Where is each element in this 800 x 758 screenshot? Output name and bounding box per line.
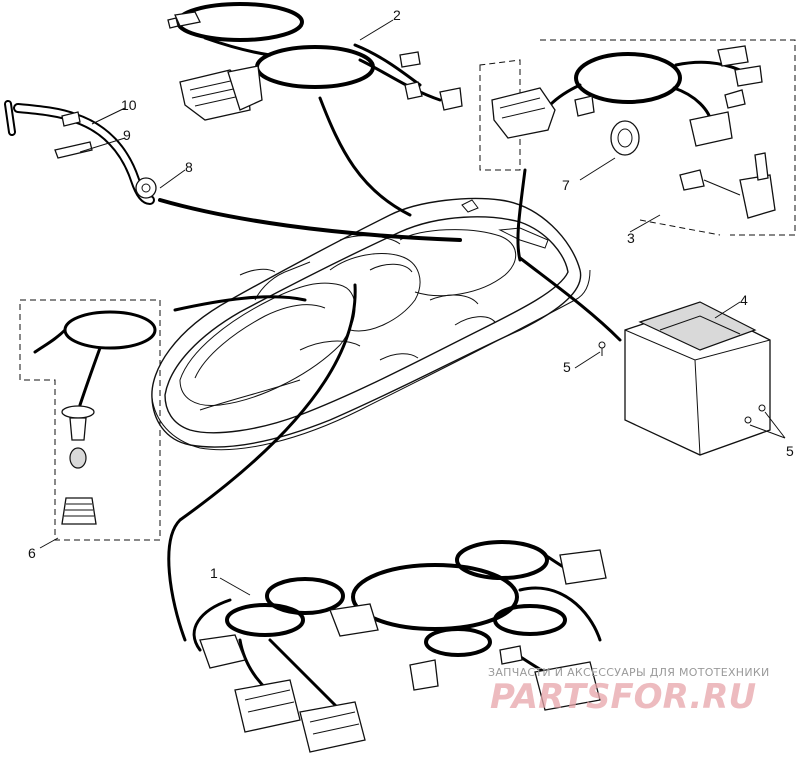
harness-3-group: [479, 39, 796, 236]
callout-2: 2: [393, 7, 401, 23]
callout-1: 1: [210, 565, 218, 581]
lamp-6-group: [19, 299, 161, 541]
watermark: ЗАПЧАСТИ И АКСЕССУАРЫ ДЛЯ МОТОТЕХНИКИ PA…: [488, 666, 770, 717]
watermark-tagline: ЗАПЧАСТИ И АКСЕССУАРЫ ДЛЯ МОТОТЕХНИКИ: [488, 666, 770, 679]
callout-5b: 5: [786, 443, 794, 459]
callouts: 1 2 3 4 5 5 6 7 8 9 10: [28, 7, 794, 581]
callout-leaders: [39, 19, 786, 596]
callout-4: 4: [740, 292, 748, 308]
callout-10: 10: [121, 97, 137, 113]
harness-2: [167, 2, 463, 121]
callout-9: 9: [123, 127, 131, 143]
callout-3: 3: [627, 230, 635, 246]
harness-1: [192, 540, 607, 753]
battery-box-4: [598, 301, 771, 456]
battery-cable-group: [4, 100, 157, 205]
callout-8: 8: [185, 159, 193, 175]
callout-5a: 5: [563, 359, 571, 375]
watermark-brand: PARTSFOR.RU: [490, 677, 756, 717]
callout-7: 7: [562, 177, 570, 193]
callout-6: 6: [28, 545, 36, 561]
routing-lines: [158, 96, 622, 642]
